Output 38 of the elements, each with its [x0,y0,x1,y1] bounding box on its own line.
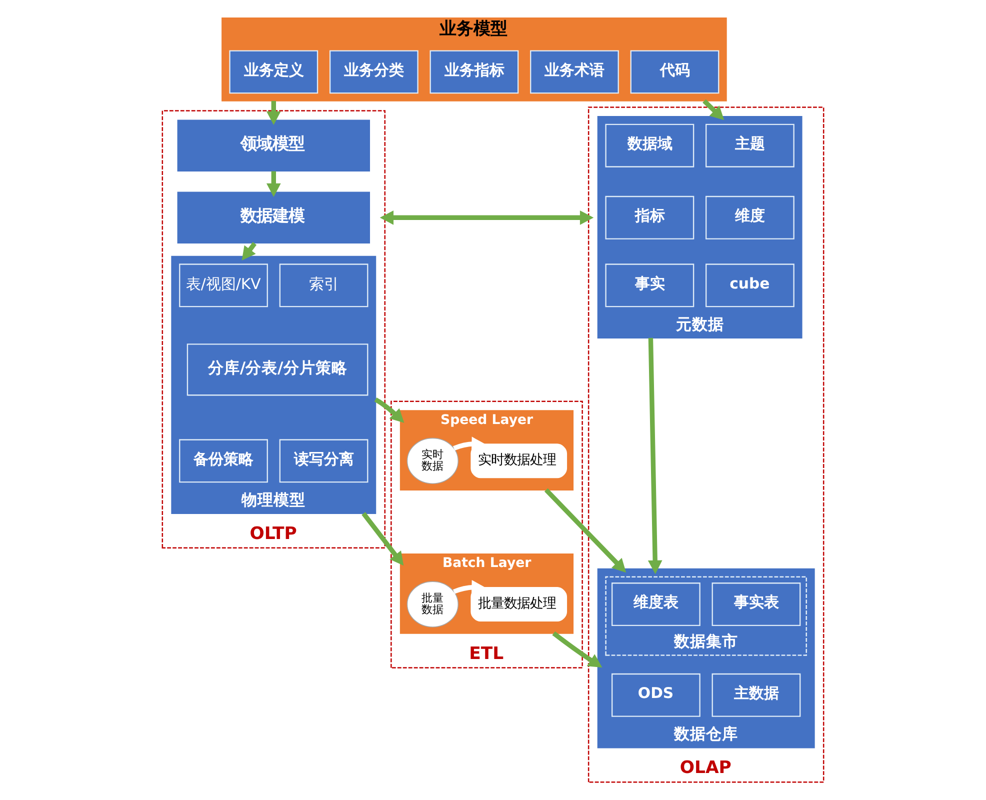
node-box: 事实 [605,264,694,308]
node-box: 备份策略 [179,439,268,483]
node-box: 实时数据处理 [470,444,568,478]
node-ellipse: 批量数据 [406,581,459,628]
node-box: 业务分类 [329,50,418,94]
node-box: 表/视图/KV [179,264,268,308]
node-box: cube [706,264,794,308]
arrow [544,488,626,573]
node-box: 维度表 [612,582,700,626]
node-box: 批量数据处理 [470,587,568,622]
node-box: 主数据 [712,673,801,717]
node-box: 业务术语 [530,50,619,94]
arrow [648,338,662,574]
arrow [374,397,404,423]
node-box: 索引 [279,264,368,308]
arrow [702,99,724,120]
arrow [453,580,486,594]
node-box: 主题 [706,124,794,168]
arrow [362,512,404,566]
node-box: 指标 [605,196,694,240]
node-box: 维度 [706,196,794,240]
node-box: 读写分离 [279,439,368,483]
node-box: 事实表 [712,582,801,626]
node-box: 业务指标 [430,50,519,94]
arrow [266,100,281,125]
arrow [380,210,594,225]
node-ellipse: 实时数据 [406,438,459,484]
node-box: 领域模型 [177,120,370,172]
node-box: 数据建模 [177,192,370,244]
node-box: 代码 [630,50,720,94]
node-box: 分库/分表/分片策略 [186,344,368,396]
arrow [453,436,486,452]
node-box: ODS [612,673,700,717]
arrow [266,171,281,198]
arrow [552,631,602,668]
arrow [242,242,257,260]
node-box: 数据域 [605,124,694,168]
node-box: 业务定义 [229,50,318,94]
